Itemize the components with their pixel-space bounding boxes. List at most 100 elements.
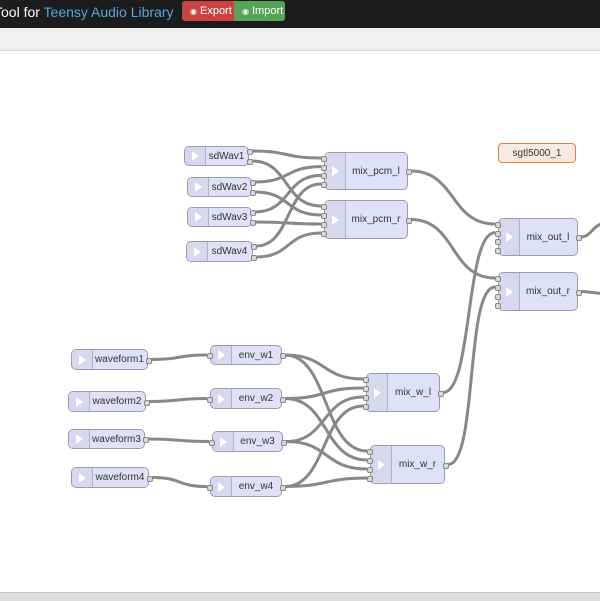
node-env-w1[interactable]: env_w1 — [207, 345, 286, 365]
wire[interactable] — [255, 231, 322, 259]
wire[interactable] — [410, 169, 496, 226]
output-port[interactable] — [251, 255, 257, 261]
output-port[interactable] — [247, 149, 253, 155]
input-port[interactable] — [207, 484, 213, 491]
output-port[interactable] — [250, 190, 256, 196]
wire[interactable] — [255, 182, 322, 248]
node-waveform4[interactable]: waveform4 — [71, 467, 153, 488]
node-mix-out-r[interactable]: mix_out_r — [495, 272, 582, 311]
node-waveform2[interactable]: waveform2 — [68, 391, 150, 412]
input-port[interactable] — [495, 222, 501, 228]
wire[interactable] — [580, 223, 600, 239]
wire[interactable] — [251, 159, 322, 208]
input-port[interactable] — [495, 285, 501, 291]
input-port[interactable] — [367, 458, 373, 464]
node-env-w4[interactable]: env_w4 — [207, 476, 286, 497]
wire[interactable] — [254, 190, 322, 217]
app-title: Tool for Teensy Audio Library — [0, 4, 174, 20]
wire[interactable] — [254, 165, 322, 184]
input-port[interactable] — [495, 239, 501, 246]
input-port[interactable] — [367, 467, 373, 473]
output-port[interactable] — [281, 439, 287, 446]
input-port[interactable] — [363, 395, 369, 401]
wire[interactable] — [284, 476, 368, 488]
output-port[interactable] — [146, 357, 152, 364]
output-port[interactable] — [406, 169, 412, 175]
wire[interactable] — [410, 218, 496, 280]
input-port[interactable] — [495, 248, 501, 254]
node-mix-out-l[interactable]: mix_out_l — [495, 218, 582, 256]
output-port[interactable] — [147, 475, 153, 482]
flow-canvas[interactable]: sdWav1 sdWav2 sdWav3 sdWav4 mix_pcm_l mi… — [0, 52, 600, 592]
output-port[interactable] — [576, 289, 582, 296]
input-port[interactable] — [321, 156, 327, 162]
input-port[interactable] — [363, 404, 369, 410]
output-port[interactable] — [438, 390, 444, 397]
input-port[interactable] — [495, 230, 501, 237]
node-env-w2[interactable]: env_w2 — [207, 388, 286, 409]
wire[interactable] — [284, 353, 368, 453]
wire[interactable] — [284, 397, 368, 462]
output-port[interactable] — [144, 399, 150, 406]
wire[interactable] — [251, 149, 322, 160]
output-port[interactable] — [280, 396, 286, 403]
node-mix-pcm-l[interactable]: mix_pcm_l — [321, 152, 412, 190]
node-mix-pcm-r[interactable]: mix_pcm_r — [321, 200, 412, 239]
wire[interactable] — [285, 440, 368, 471]
wire[interactable] — [150, 353, 208, 361]
wire[interactable] — [285, 395, 364, 443]
input-port[interactable] — [495, 294, 501, 300]
node-mix-w-r[interactable]: mix_w_r — [367, 445, 449, 484]
output-port[interactable] — [250, 180, 256, 186]
wire[interactable] — [148, 397, 208, 403]
import-button[interactable]: ◉Import — [234, 1, 285, 21]
input-port[interactable] — [321, 182, 327, 188]
node-sdwav4[interactable]: sdWav4 — [186, 241, 257, 262]
input-port[interactable] — [363, 386, 369, 392]
output-port[interactable] — [576, 235, 582, 241]
input-port[interactable] — [367, 476, 373, 482]
arrow-right-icon — [185, 147, 206, 165]
output-port[interactable] — [143, 437, 149, 443]
input-port[interactable] — [363, 377, 369, 383]
input-port[interactable] — [495, 276, 501, 282]
input-port[interactable] — [321, 173, 327, 180]
wire[interactable] — [284, 404, 364, 488]
output-port[interactable] — [280, 353, 286, 359]
wire[interactable] — [284, 353, 364, 381]
export-button[interactable]: ◉Export — [182, 1, 234, 21]
input-port[interactable] — [321, 222, 327, 228]
wire[interactable] — [447, 285, 496, 466]
output-port[interactable] — [443, 462, 449, 469]
wire[interactable] — [284, 386, 364, 400]
node-sdwav2[interactable]: sdWav2 — [187, 177, 256, 197]
output-port[interactable] — [251, 244, 257, 250]
output-port[interactable] — [250, 210, 256, 216]
input-port[interactable] — [321, 164, 327, 171]
input-port[interactable] — [207, 396, 213, 403]
input-port[interactable] — [209, 439, 215, 446]
wire[interactable] — [254, 173, 322, 214]
input-port[interactable] — [321, 204, 327, 210]
output-port[interactable] — [247, 159, 253, 165]
wire[interactable] — [580, 290, 600, 295]
output-port[interactable] — [280, 484, 286, 491]
input-port[interactable] — [207, 353, 213, 359]
input-port[interactable] — [321, 231, 327, 237]
node-waveform1[interactable]: waveform1 — [71, 349, 152, 370]
node-sdwav3[interactable]: sdWav3 — [187, 207, 256, 227]
wire[interactable] — [254, 220, 322, 226]
input-port[interactable] — [495, 303, 501, 309]
output-port[interactable] — [406, 217, 412, 224]
node-mix-w-l[interactable]: mix_w_l — [363, 373, 444, 412]
input-port[interactable] — [367, 449, 373, 455]
wire[interactable] — [442, 231, 496, 394]
input-port[interactable] — [321, 213, 327, 219]
node-sdwav1[interactable]: sdWav1 — [184, 146, 253, 166]
wire[interactable] — [147, 437, 210, 443]
node-sgtl5000-1[interactable]: sgtl5000_1 — [498, 143, 576, 163]
node-env-w3[interactable]: env_w3 — [209, 431, 287, 452]
wire[interactable] — [151, 476, 208, 488]
output-port[interactable] — [250, 220, 256, 226]
node-waveform3[interactable]: waveform3 — [68, 429, 149, 449]
